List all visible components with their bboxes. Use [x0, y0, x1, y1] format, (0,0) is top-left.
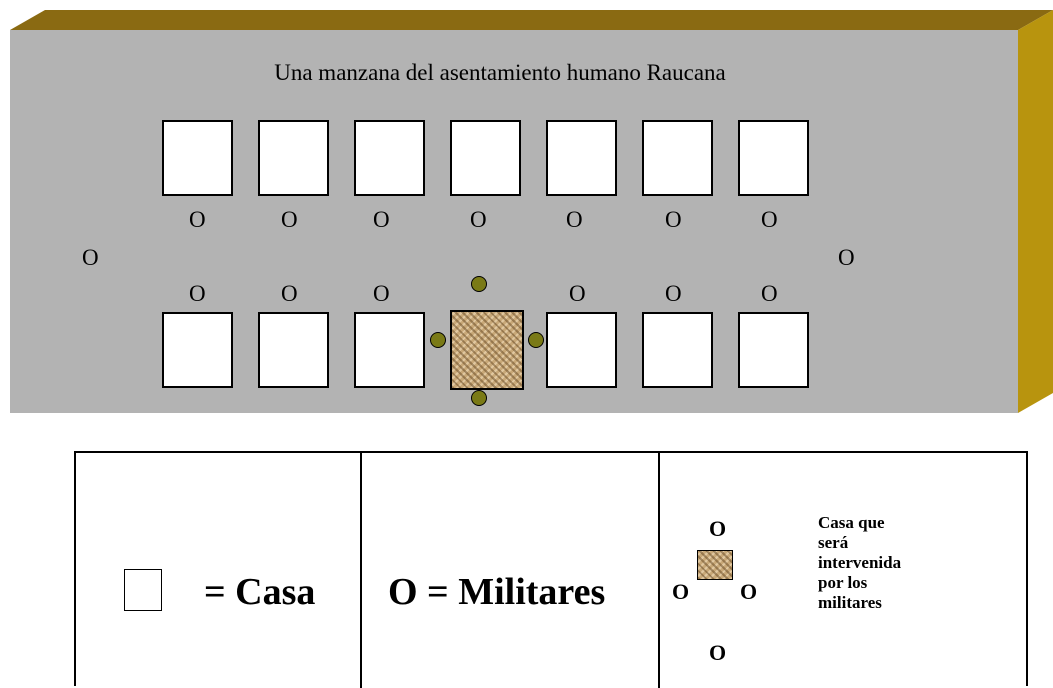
legend-soldier-left: O [672, 579, 690, 604]
legend-cell-target: O O O O Casa que será intervenida por lo… [660, 453, 1030, 688]
legend-casa-label: = Casa [204, 571, 316, 613]
soldier-dot-top [471, 276, 487, 292]
legend-description-line: por los [818, 573, 868, 592]
house [354, 120, 425, 196]
soldier-mark: O [281, 207, 298, 232]
house [258, 312, 329, 388]
soldier-dot-bottom [471, 390, 487, 406]
legend-target-description: Casa que será intervenida por los milita… [818, 513, 901, 613]
house [642, 312, 713, 388]
soldier-mark: O [665, 281, 682, 306]
legend-soldier-bottom: O [709, 640, 727, 665]
legend-soldier-right: O [740, 579, 758, 604]
soldier-mark: O [566, 207, 583, 232]
legend-target-house-symbol [697, 550, 733, 580]
soldier-dot-right [528, 332, 544, 348]
house [738, 120, 809, 196]
house [546, 120, 617, 196]
soldier-mark: O [373, 207, 390, 232]
legend-table: = Casa O = Militares O O O O Casa que se… [74, 451, 1030, 688]
soldier-mark: O [373, 281, 390, 306]
legend-militares-label: O = Militares [388, 571, 606, 613]
target-house [450, 310, 524, 390]
soldier-mark: O [761, 281, 778, 306]
house [162, 120, 233, 196]
house [546, 312, 617, 388]
soldier-mark: O [761, 207, 778, 232]
soldier-mark: O [189, 207, 206, 232]
legend-house-symbol [124, 569, 162, 611]
soldier-mark: O [470, 207, 487, 232]
house [450, 120, 521, 196]
house [162, 312, 233, 388]
soldier-mark: O [281, 281, 298, 306]
legend-description-line: Casa que [818, 513, 885, 532]
soldier-mark-right: O [838, 245, 855, 270]
soldier-mark-left: O [82, 245, 99, 270]
soldier-mark: O [189, 281, 206, 306]
soldier-dot-left [430, 332, 446, 348]
legend-cell-militares: O = Militares [362, 453, 660, 688]
legend-soldier-top: O [709, 516, 727, 541]
house [642, 120, 713, 196]
house [354, 312, 425, 388]
legend-description-line: intervenida [818, 553, 902, 572]
diagram-title: Una manzana del asentamiento humano Rauc… [274, 60, 726, 85]
board-side-face [1018, 10, 1053, 413]
soldier-mark: O [665, 207, 682, 232]
board-top-face [10, 10, 1053, 30]
legend-cell-casa: = Casa [76, 453, 362, 688]
house [738, 312, 809, 388]
legend-description-line: será [818, 533, 849, 552]
house [258, 120, 329, 196]
soldier-mark: O [569, 281, 586, 306]
legend-description-line: militares [818, 593, 882, 612]
